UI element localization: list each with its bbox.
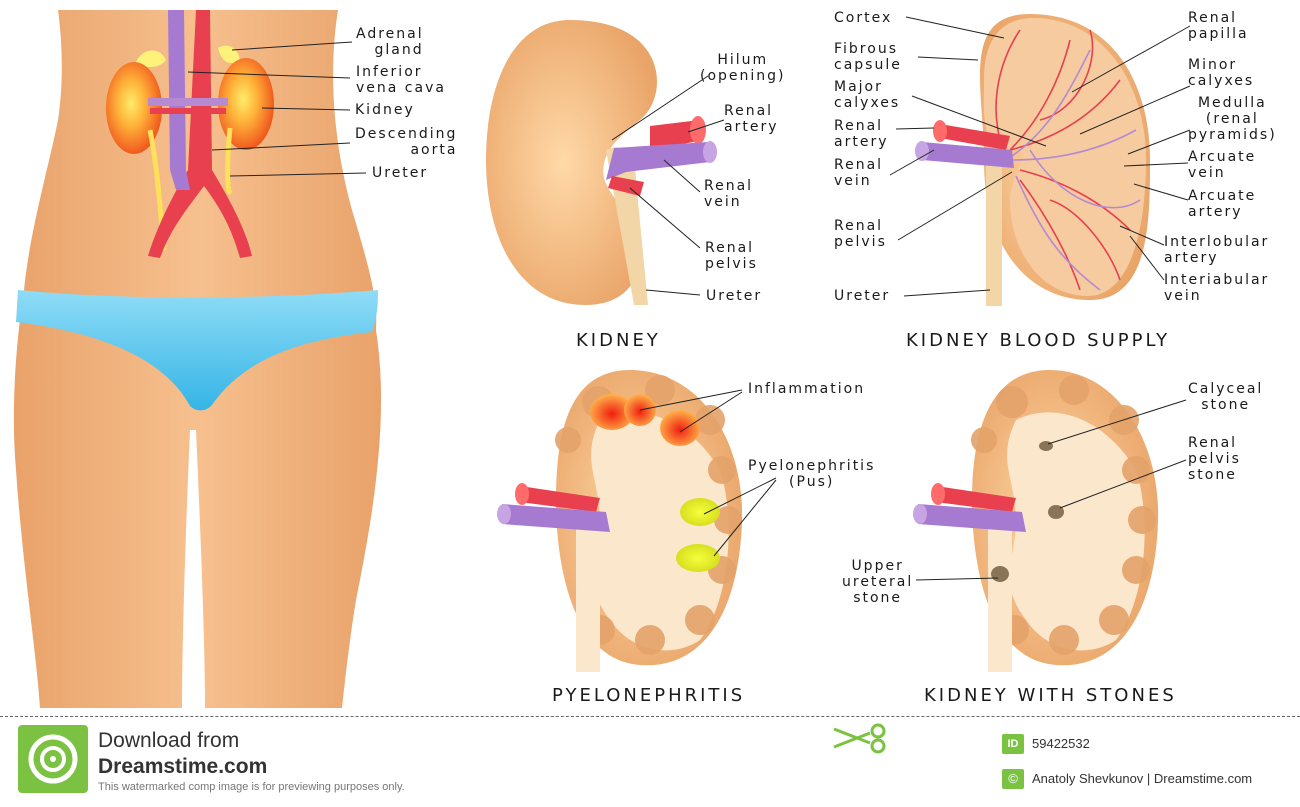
footer-credit: Anatoly Shevkunov | Dreamstime.com xyxy=(1032,771,1253,786)
torso-illustration xyxy=(13,10,382,708)
label-pyelonephritis-pus: Pyelonephritis(Pus) xyxy=(748,458,876,490)
label-inflammation: Inflammation xyxy=(748,381,866,397)
title-blood-supply: KIDNEY BLOOD SUPPLY xyxy=(906,330,1171,351)
label-hilum: Hilum(opening) xyxy=(700,52,786,84)
kidney-illustration xyxy=(486,20,717,305)
title-kidney-with-stones: KIDNEY WITH STONES xyxy=(924,685,1177,706)
illustration xyxy=(13,10,1191,708)
blood-supply-illustration xyxy=(915,14,1150,306)
footer-download-from: Download from xyxy=(98,729,240,752)
copyright-badge: © xyxy=(1002,769,1024,789)
stones-illustration xyxy=(913,370,1159,672)
footer-bar: Download from Dreamstime.com This waterm… xyxy=(0,716,1300,807)
label-kidney-body: Kidney xyxy=(355,102,415,118)
title-pyelonephritis: PYELONEPHRITIS xyxy=(552,685,746,706)
pyelonephritis-illustration xyxy=(497,370,743,672)
label-cortex: Cortex xyxy=(834,10,893,26)
label-ureter-body: Ureter xyxy=(372,165,429,181)
scissors-icon xyxy=(833,723,886,754)
leader-lines xyxy=(187,16,1191,581)
id-badge: ID xyxy=(1002,734,1024,754)
title-kidney: KIDNEY xyxy=(576,330,661,351)
label-ureter-supply: Ureter xyxy=(834,288,891,304)
label-ureter-kidney: Ureter xyxy=(706,288,763,304)
dreamstime-logo xyxy=(18,725,88,793)
footer-site-link[interactable]: Dreamstime.com xyxy=(98,755,268,778)
footer-image-id: 59422532 xyxy=(1032,736,1090,751)
footer-notice: This watermarked comp image is for previ… xyxy=(98,781,405,793)
